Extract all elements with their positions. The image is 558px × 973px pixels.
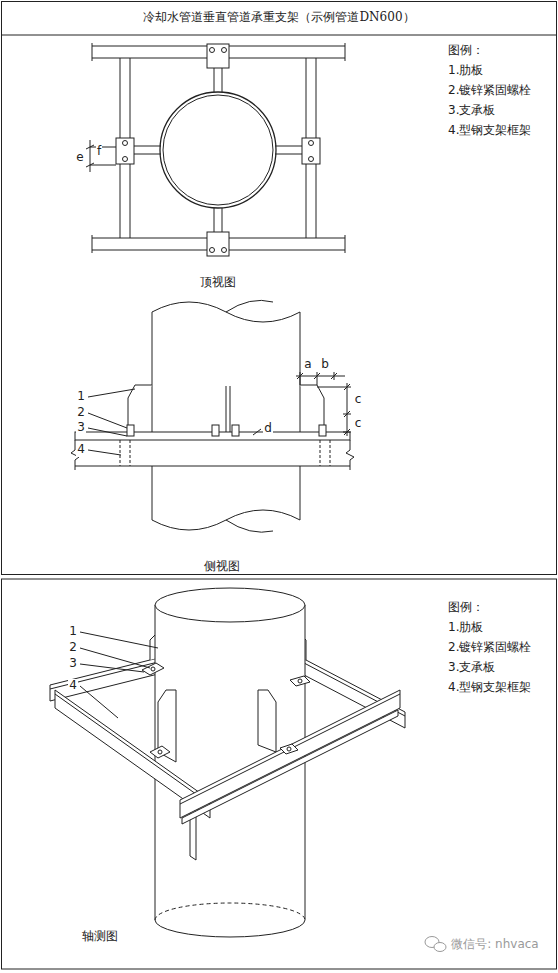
panel-frame	[2, 579, 557, 969]
view-title: 轴测图	[81, 930, 119, 944]
callout-number: 2	[76, 406, 86, 420]
legend-item: 1.肋板	[447, 64, 484, 78]
title-bar: 冷却水管道垂直管道承重支架（示例管道DN600）	[0, 9, 558, 26]
watermark: 微信号: nhvaca	[450, 938, 539, 952]
dimension-label: c	[354, 393, 363, 407]
legend-item: 3.支承板	[447, 661, 496, 675]
legend-item: 3.支承板	[447, 104, 496, 118]
legend-heading: 图例：	[447, 601, 485, 615]
callout-number: 1	[68, 625, 78, 639]
dimension-label: f	[96, 145, 102, 159]
dimension-label: c	[354, 417, 363, 431]
side-view	[71, 300, 354, 532]
dimension-label: d	[263, 422, 273, 436]
axonometric-view	[50, 588, 405, 937]
legend-item: 4.型钢支架框架	[447, 681, 532, 695]
callout-number: 3	[76, 421, 86, 435]
legend-heading: 图例：	[447, 44, 485, 58]
dimension-label: e	[75, 151, 84, 165]
legend-item: 4.型钢支架框架	[447, 124, 532, 138]
dimension-label: a	[303, 358, 312, 372]
callout-number: 2	[68, 641, 78, 655]
title-rule	[2, 35, 557, 36]
top-view	[86, 43, 345, 256]
dimension-label: b	[320, 358, 330, 372]
callout-number: 3	[68, 657, 78, 671]
legend-item: 2.镀锌紧固螺栓	[447, 84, 532, 98]
panel-frame	[2, 2, 557, 575]
callout-number: 1	[76, 390, 86, 404]
legend-item: 2.镀锌紧固螺栓	[447, 641, 532, 655]
callout-number: 4	[68, 679, 78, 693]
view-title: 顶视图	[199, 276, 237, 290]
legend-item: 1.肋板	[447, 621, 484, 635]
view-title: 侧视图	[203, 560, 241, 574]
wechat-icon	[425, 937, 446, 952]
drawing-title: 冷却水管道垂直管道承重支架（示例管道DN600）	[143, 10, 414, 24]
callout-number: 4	[76, 443, 86, 457]
